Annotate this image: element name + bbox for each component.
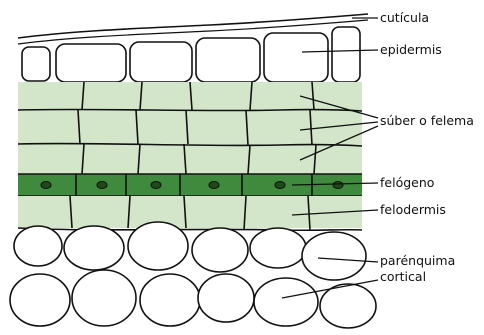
label-felogeno: felógeno bbox=[380, 176, 434, 190]
label-parenquima-line1: parénquima bbox=[380, 254, 455, 268]
label-parenquima-line2: cortical bbox=[380, 270, 426, 284]
epidermis-layer bbox=[22, 27, 360, 82]
label-felodermis: felodermis bbox=[380, 203, 446, 217]
label-suber: súber o felema bbox=[380, 114, 474, 128]
label-epidermis: epidermis bbox=[380, 43, 442, 57]
label-cuticula: cutícula bbox=[380, 11, 429, 25]
parenquima-layer bbox=[10, 222, 376, 328]
